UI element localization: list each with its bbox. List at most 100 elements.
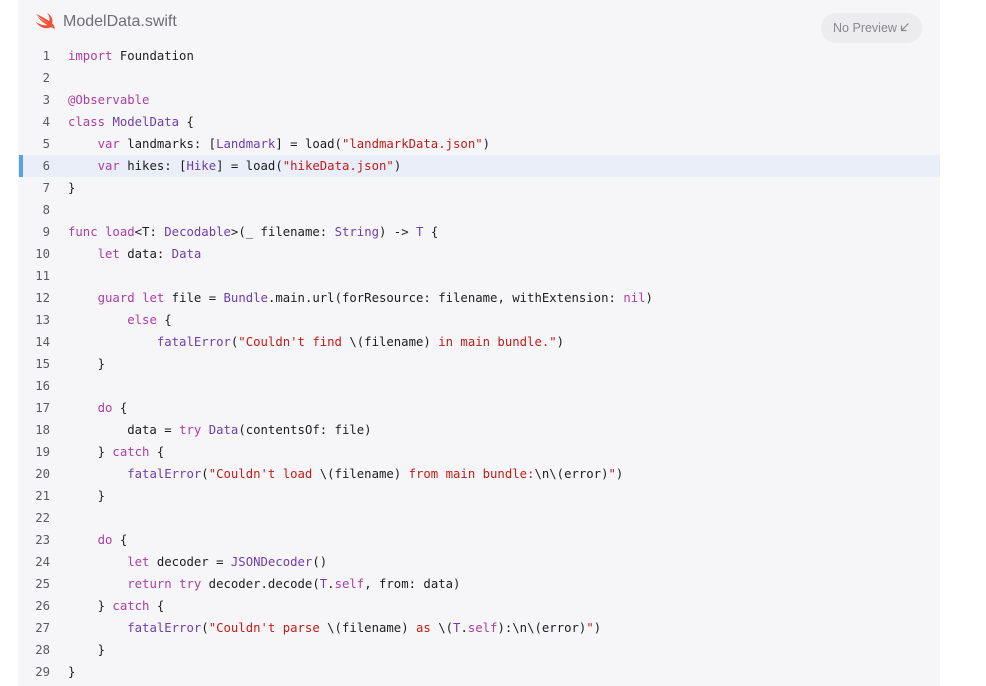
code-line: 26 } catch { [18, 595, 940, 617]
code-token: } [68, 643, 106, 657]
code-token [68, 159, 98, 173]
code-token [135, 291, 142, 305]
code-token [98, 225, 105, 239]
code-token [201, 423, 208, 437]
code-token: from main bundle: [401, 467, 535, 481]
code-token: } [68, 357, 106, 371]
code-text: } catch { [68, 441, 165, 463]
code-text: var hikes: [Hike] = load("hikeData.json"… [68, 155, 402, 177]
code-token: var [97, 137, 120, 151]
code-token: data: [119, 247, 172, 261]
code-token: T [416, 225, 424, 239]
code-token [68, 247, 98, 261]
code-token: Data [171, 247, 202, 261]
line-number: 23 [35, 533, 50, 547]
code-token: data = [68, 423, 180, 437]
code-token: func [68, 225, 98, 239]
code-token: . [327, 577, 335, 591]
code-token: self [334, 577, 365, 591]
line-number: 27 [35, 621, 50, 635]
code-line: 6 var hikes: [Hike] = load("hikeData.jso… [18, 155, 940, 177]
code-token: file = [164, 291, 224, 305]
code-token: } [68, 181, 76, 195]
line-number: 2 [42, 71, 50, 85]
no-preview-button[interactable]: No Preview [821, 13, 922, 43]
code-token: class [68, 115, 106, 129]
code-token: decoder.decode( [201, 577, 320, 591]
code-token [68, 313, 127, 327]
code-token: "Couldn't find [238, 335, 350, 349]
code-token: ] = load( [275, 137, 342, 151]
code-line: 14 fatalError("Couldn't find \(filename)… [18, 331, 940, 353]
code-token: ] = load( [216, 159, 283, 173]
code-token: { [149, 445, 165, 459]
code-text: } [68, 353, 105, 375]
code-token: "landmarkData.json" [341, 137, 483, 151]
code-line: 23 do { [18, 529, 940, 551]
code-token: var [97, 159, 120, 173]
code-token: let [127, 555, 150, 569]
code-text: fatalError("Couldn't find \(filename) in… [68, 331, 564, 353]
code-token: JSONDecoder [230, 555, 313, 569]
code-token: do [97, 533, 113, 547]
code-token: in main bundle." [430, 335, 557, 349]
code-token: fatalError [127, 467, 202, 481]
line-number: 1 [42, 49, 50, 63]
code-line: 20 fatalError("Couldn't load \(filename)… [18, 463, 940, 485]
code-token: Landmark [216, 137, 276, 151]
code-token: Bundle [223, 291, 268, 305]
code-line: 25 return try decoder.decode(T.self, fro… [18, 573, 940, 595]
code-token: . [460, 621, 468, 635]
code-token: .main.url(forResource: filename, withExt… [267, 291, 624, 305]
code-line: 5 var landmarks: [Landmark] = load("land… [18, 133, 940, 155]
code-token [68, 555, 127, 569]
code-line: 24 let decoder = JSONDecoder() [18, 551, 940, 573]
code-token: let [97, 247, 120, 261]
line-number: 26 [35, 599, 50, 613]
line-number: 14 [35, 335, 50, 349]
code-line: 2 [18, 67, 940, 89]
code-token [68, 467, 127, 481]
code-token: landmarks: [ [119, 137, 217, 151]
code-token: ) [393, 159, 402, 173]
code-token: { [156, 313, 172, 327]
code-token: , from: data) [364, 577, 461, 591]
code-line: 10 let data: Data [18, 243, 940, 265]
line-number: 15 [35, 357, 50, 371]
code-token [68, 335, 157, 349]
code-token: { [112, 401, 128, 415]
line-number: 28 [35, 643, 50, 657]
preview-label: No Preview [833, 21, 897, 35]
code-text: fatalError("Couldn't parse \(filename) a… [68, 617, 601, 639]
code-token: \( [438, 621, 454, 635]
code-text: } [68, 485, 105, 507]
code-text: class ModelData { [68, 111, 194, 133]
line-number: 13 [35, 313, 50, 327]
code-token: try [179, 577, 202, 591]
code-text: } catch { [68, 595, 165, 617]
code-line: 11 [18, 265, 940, 287]
arrow-down-left-icon [900, 21, 910, 35]
code-token: "Couldn't parse [208, 621, 328, 635]
code-line: 16 [18, 375, 940, 397]
code-token: self [467, 621, 498, 635]
code-token: ) [593, 621, 602, 635]
code-line: 7} [18, 177, 940, 199]
code-line: 28 } [18, 639, 940, 661]
line-number: 11 [35, 269, 50, 283]
file-name: ModelData.swift [63, 13, 177, 30]
code-token: fatalError [127, 621, 202, 635]
code-token: \n\(error) [534, 467, 609, 481]
code-token: ) [556, 335, 565, 349]
file-header: ModelData.swift No Preview [18, 0, 940, 44]
line-number: 4 [42, 115, 50, 129]
code-text: do { [68, 529, 128, 551]
code-token: { [179, 115, 194, 129]
code-token: else [127, 313, 157, 327]
code-text: @Observable [68, 89, 149, 111]
code-line: 13 else { [18, 309, 940, 331]
code-token: } [68, 599, 113, 613]
